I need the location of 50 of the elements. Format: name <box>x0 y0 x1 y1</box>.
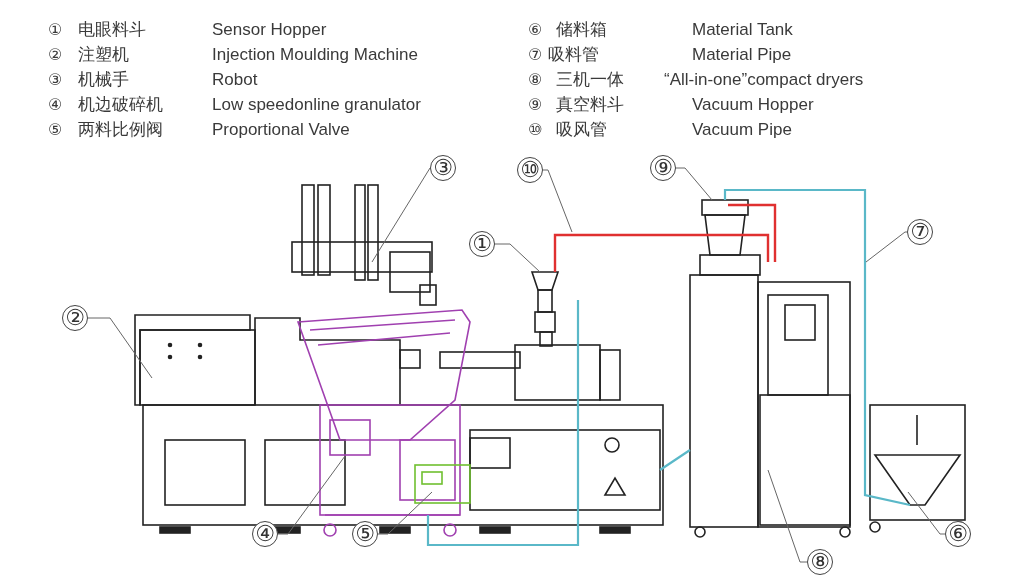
chinese-part-name: 机械手 <box>78 70 129 90</box>
english-part-name: Injection Moulding Machine <box>212 45 418 65</box>
english-part-name: Vacuum Hopper <box>692 95 814 115</box>
leader-line <box>371 167 431 263</box>
callout-number: ⑩ <box>517 157 543 183</box>
item-number: ③ <box>48 70 63 90</box>
chinese-part-name: 吸料管 <box>548 45 599 65</box>
english-part-name: Robot <box>212 70 258 90</box>
english-part-name: Vacuum Pipe <box>692 120 792 140</box>
chinese-part-name: 注塑机 <box>78 45 129 65</box>
chinese-part-name: 吸风管 <box>556 120 607 140</box>
chinese-part-name: 电眼料斗 <box>78 20 146 40</box>
english-part-name: Proportional Valve <box>212 120 350 140</box>
chinese-part-name: 机边破碎机 <box>78 95 163 115</box>
english-part-name: Material Tank <box>692 20 793 40</box>
leader-line <box>907 491 946 535</box>
callout-number: ① <box>469 231 495 257</box>
leader-line <box>675 167 713 201</box>
leader-line <box>865 231 908 263</box>
english-part-name: Low speedonline granulator <box>212 95 421 115</box>
english-part-name: Material Pipe <box>692 45 792 65</box>
leader-line <box>494 243 541 273</box>
item-number: ① <box>48 20 63 40</box>
leader-line <box>87 317 153 379</box>
item-number: ⑩ <box>528 120 543 140</box>
callout-number: ② <box>62 305 88 331</box>
item-number: ⑦ <box>528 45 543 65</box>
callout-number: ④ <box>252 521 278 547</box>
callout-number: ③ <box>430 155 456 181</box>
leader-line <box>377 491 433 535</box>
callout-number: ⑤ <box>352 521 378 547</box>
item-number: ⑨ <box>528 95 543 115</box>
english-part-name: “All-in-one”compact dryers <box>664 70 864 90</box>
item-number: ④ <box>48 95 63 115</box>
callout-number: ⑨ <box>650 155 676 181</box>
leader-line <box>542 169 573 233</box>
callout-number: ⑥ <box>945 521 971 547</box>
chinese-part-name: 储料箱 <box>556 20 607 40</box>
item-number: ⑥ <box>528 20 543 40</box>
chinese-part-name: 两料比例阀 <box>78 120 163 140</box>
item-number: ⑤ <box>48 120 63 140</box>
leader-line <box>277 455 346 535</box>
leader-line <box>767 469 808 563</box>
callout-number: ⑧ <box>807 549 833 575</box>
item-number: ⑧ <box>528 70 543 90</box>
chinese-part-name: 三机一体 <box>556 70 624 90</box>
callout-number: ⑦ <box>907 219 933 245</box>
chinese-part-name: 真空料斗 <box>556 95 624 115</box>
english-part-name: Sensor Hopper <box>212 20 327 40</box>
item-number: ② <box>48 45 63 65</box>
